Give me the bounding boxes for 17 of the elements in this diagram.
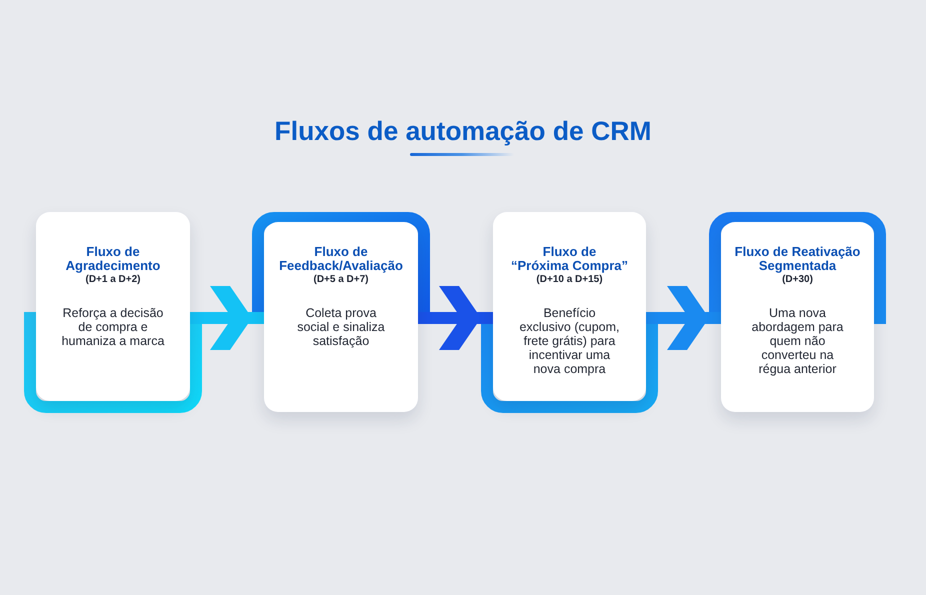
- step-card: [264, 222, 418, 412]
- date-range: (D+30): [781, 273, 814, 286]
- card-description: Uma nova abordagem para quem não converteu na régua anterior: [750, 306, 844, 376]
- date-range: (D+10 a D+15): [535, 273, 604, 286]
- date-range: (D+5 a D+7): [312, 273, 370, 286]
- card-description: Benefício exclusivo (cupom, frete grátis) para incentivar uma nova compra: [518, 306, 621, 376]
- card-description: Coleta prova social e sinaliza satisfação: [296, 306, 386, 348]
- step-card: [721, 222, 874, 412]
- card-description: Reforça a decisão de compra e humaniza a marca: [60, 306, 166, 348]
- step-card: [36, 212, 190, 401]
- date-range: (D+1 a D+2): [84, 273, 142, 286]
- card-heading: Fluxo de Agradecimento: [64, 245, 162, 273]
- card-heading: Fluxo de “Próxima Compra”: [510, 245, 630, 273]
- step-card: [493, 212, 646, 401]
- card-heading: Fluxo de Reativação Segmentada: [734, 245, 862, 273]
- card-heading: Fluxo de Feedback/Avaliação: [278, 245, 404, 273]
- diagram-title: Fluxos de automação de CRM: [274, 115, 652, 147]
